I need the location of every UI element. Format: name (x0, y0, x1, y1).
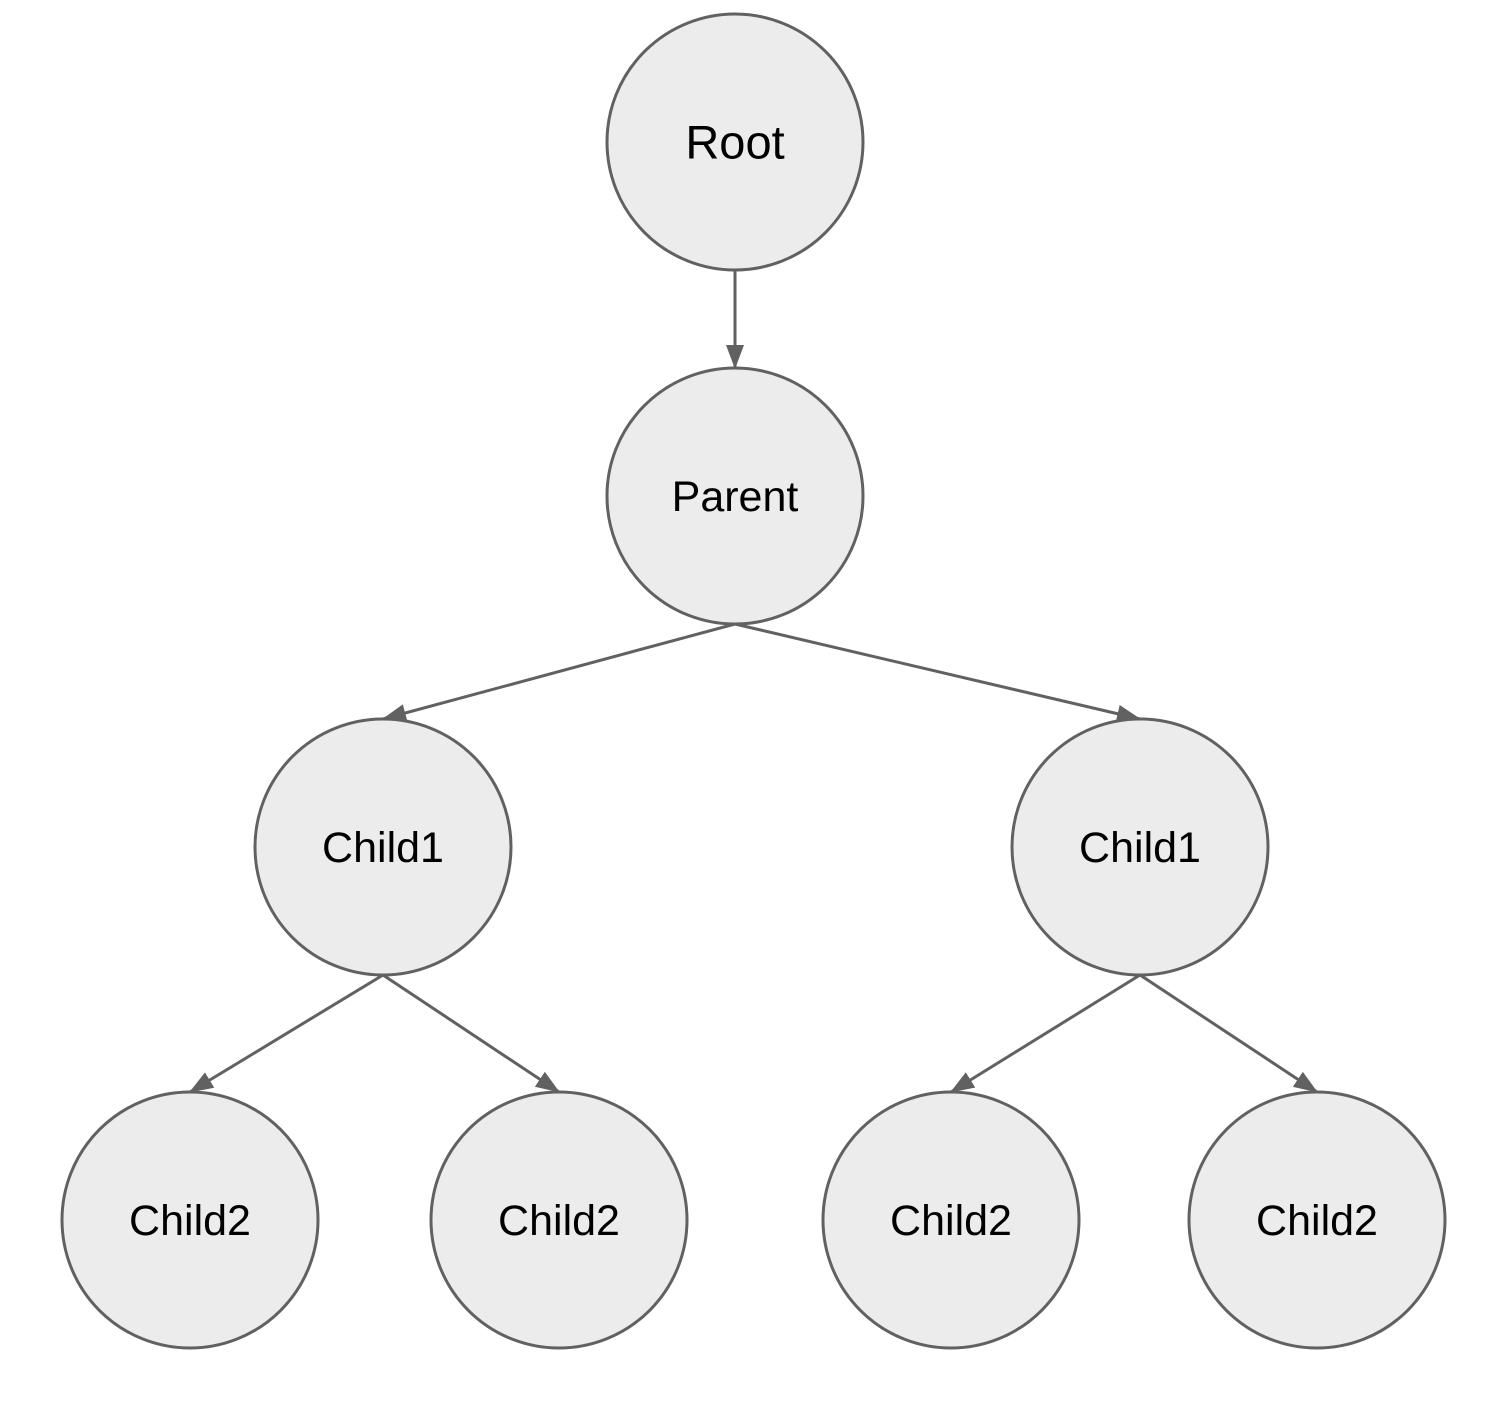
edge-parent-child1-left (382, 622, 736, 722)
node-root: Root (605, 12, 865, 272)
node-label-child1-left: Child1 (322, 824, 444, 872)
node-circle-child2-1 (60, 1090, 320, 1350)
node-label-child2-4: Child2 (1256, 1197, 1378, 1245)
node-circle-child2-4 (1187, 1090, 1447, 1350)
edge-child1-left-child2-2 (382, 973, 560, 1094)
edge-child1-right-child2-4 (1139, 973, 1318, 1094)
node-child1-right: Child1 (1010, 717, 1270, 977)
node-label-root: Root (685, 115, 784, 168)
node-label-child1-right: Child1 (1079, 824, 1201, 872)
node-circle-parent (605, 366, 865, 626)
node-label-parent: Parent (672, 473, 799, 521)
node-parent: Parent (605, 366, 865, 626)
edge-child1-right-child2-3 (950, 973, 1141, 1094)
node-child2-4: Child2 (1187, 1090, 1447, 1350)
node-circle-child1-right (1010, 717, 1270, 977)
node-circle-child1-left (253, 717, 513, 977)
node-label-child2-3: Child2 (890, 1197, 1012, 1245)
node-circle-child2-3 (821, 1090, 1081, 1350)
node-circle-root (605, 12, 865, 272)
edges-layer (189, 270, 1318, 1094)
edge-parent-child1-right (734, 622, 1141, 723)
node-child2-2: Child2 (429, 1090, 689, 1350)
node-child2-3: Child2 (821, 1090, 1081, 1350)
node-child2-1: Child2 (60, 1090, 320, 1350)
node-label-child2-2: Child2 (498, 1197, 620, 1245)
node-circle-child2-2 (429, 1090, 689, 1350)
edge-child1-left-child2-1 (189, 973, 384, 1094)
node-label-child2-1: Child2 (129, 1197, 251, 1245)
node-child1-left: Child1 (253, 717, 513, 977)
